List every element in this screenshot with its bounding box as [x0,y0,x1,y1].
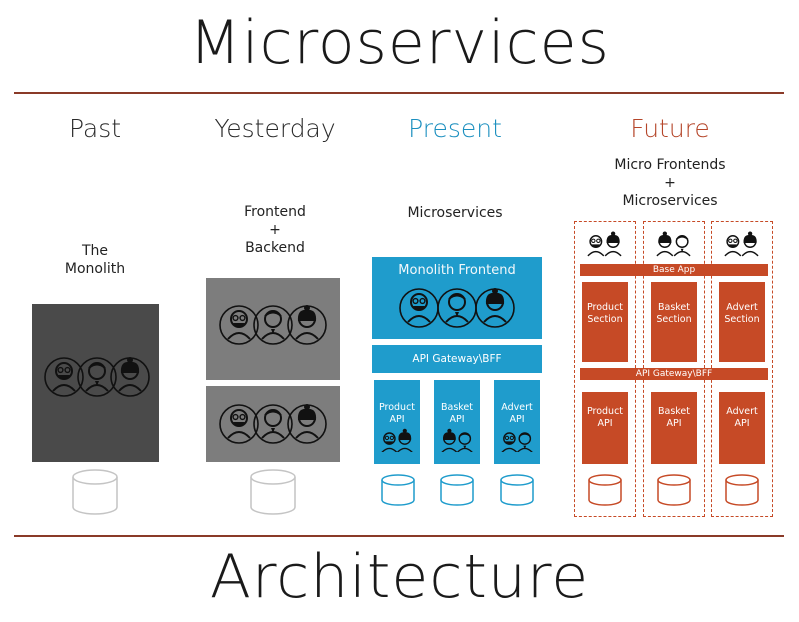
product-section-block: Product Section [582,282,628,362]
heading-present: Present [408,114,502,143]
advert-api-team-icon [501,432,534,452]
future-advert-api-label: Advert API [726,406,758,429]
heading-future: Future [630,114,710,143]
basket-team-icon [656,230,691,257]
api-gateway-label: API Gateway\BFF [412,353,502,365]
basket-api-team-icon [441,428,474,452]
subtitle-future: Micro Frontends + Microservices [614,157,726,209]
frontend-team-icon [219,304,327,345]
future-basket-database-icon [657,474,691,506]
basket-section-block: Basket Section [651,282,697,362]
monolith-block [32,304,159,462]
heading-past: Past [68,114,122,143]
future-basket-api-label: Basket API [657,406,691,429]
subtitle-past: The Monolith [64,243,126,277]
product-section-label: Product Section [586,302,624,325]
past-database-icon [72,469,118,515]
basket-database-icon [440,474,474,506]
base-app-bar: Base App [580,264,768,276]
advert-api-block: Advert API [494,380,540,464]
subtitle-present: Microservices [407,205,503,221]
basket-section-label: Basket Section [656,302,692,325]
future-advert-database-icon [725,474,759,506]
advert-database-icon [500,474,534,506]
product-team-icon [587,230,622,257]
monolith-frontend-block: Monolith Frontend [372,257,542,339]
future-product-database-icon [588,474,622,506]
base-app-label: Base App [652,265,696,275]
future-advert-api-block: Advert API [719,392,765,464]
page-subtitle: Architecture [209,542,590,612]
advert-section-block: Advert Section [719,282,765,362]
bottom-divider [14,535,784,537]
future-product-api-block: Product API [582,392,628,464]
future-api-gateway-label: API Gateway\BFF [635,369,713,379]
product-api-label: Product API [378,402,416,425]
advert-api-label: Advert API [501,402,533,425]
backend-team-icon [219,403,327,444]
advert-section-label: Advert Section [724,302,760,325]
backend-block [206,386,340,462]
future-product-api-label: Product API [586,406,624,429]
frontend-team-icon [399,287,515,328]
future-api-gateway-bar: API Gateway\BFF [580,368,768,380]
monolith-frontend-label: Monolith Frontend [398,263,516,278]
advert-team-icon [724,230,759,257]
heading-yesterday: Yesterday [214,114,336,143]
product-api-block: Product API [374,380,420,464]
yesterday-database-icon [250,469,296,515]
basket-api-block: Basket API [434,380,480,464]
page-title: Microservices [189,8,610,78]
monolith-team-icon [44,356,150,397]
product-api-team-icon [381,428,414,452]
top-divider [14,92,784,94]
future-basket-api-block: Basket API [651,392,697,464]
api-gateway-block: API Gateway\BFF [372,345,542,373]
frontend-block [206,278,340,380]
basket-api-label: Basket API [440,402,474,425]
product-database-icon [381,474,415,506]
subtitle-yesterday: Frontend + Backend [244,204,306,256]
